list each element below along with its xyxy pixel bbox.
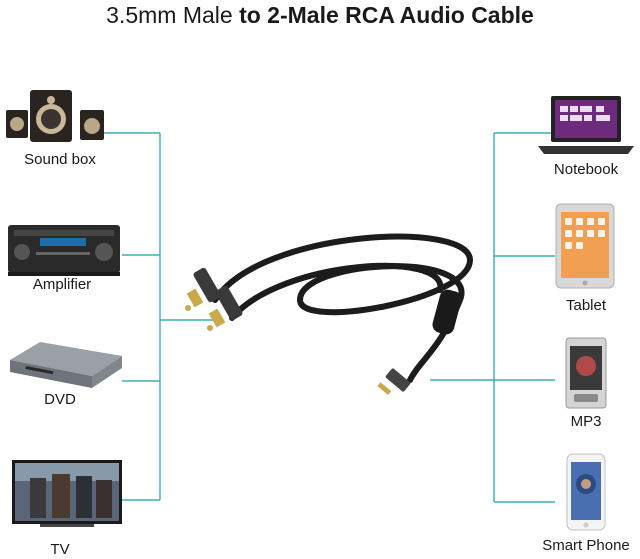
mp3-player-icon — [565, 337, 607, 409]
title-bold: to 2-Male RCA Audio Cable — [232, 2, 534, 28]
label-sound-box: Sound box — [24, 151, 96, 168]
rca-plug-left — [185, 267, 221, 311]
label-notebook: Notebook — [553, 161, 619, 178]
speaker-system-icon — [6, 90, 104, 142]
laptop-icon — [538, 96, 634, 154]
audio-cable — [185, 233, 474, 396]
amplifier-icon — [8, 225, 120, 276]
dvd-player-icon — [10, 342, 122, 388]
television-icon — [12, 460, 122, 527]
smartphone-icon — [566, 453, 606, 531]
3-5mm-jack-plug — [377, 368, 411, 396]
label-tablet: Tablet — [565, 297, 607, 314]
connector-lines — [102, 132, 555, 503]
title-regular: 3.5mm Male — [106, 2, 233, 28]
label-smart-phone: Smart Phone — [542, 537, 630, 554]
label-amplifier: Amplifier — [32, 276, 92, 293]
rca-plug-right — [207, 285, 243, 331]
label-dvd: DVD — [44, 391, 76, 408]
label-tv: TV — [50, 541, 70, 558]
page-title: 3.5mm Male to 2-Male RCA Audio Cable — [0, 0, 640, 34]
tablet-icon — [555, 203, 615, 289]
label-mp3: MP3 — [570, 413, 602, 430]
